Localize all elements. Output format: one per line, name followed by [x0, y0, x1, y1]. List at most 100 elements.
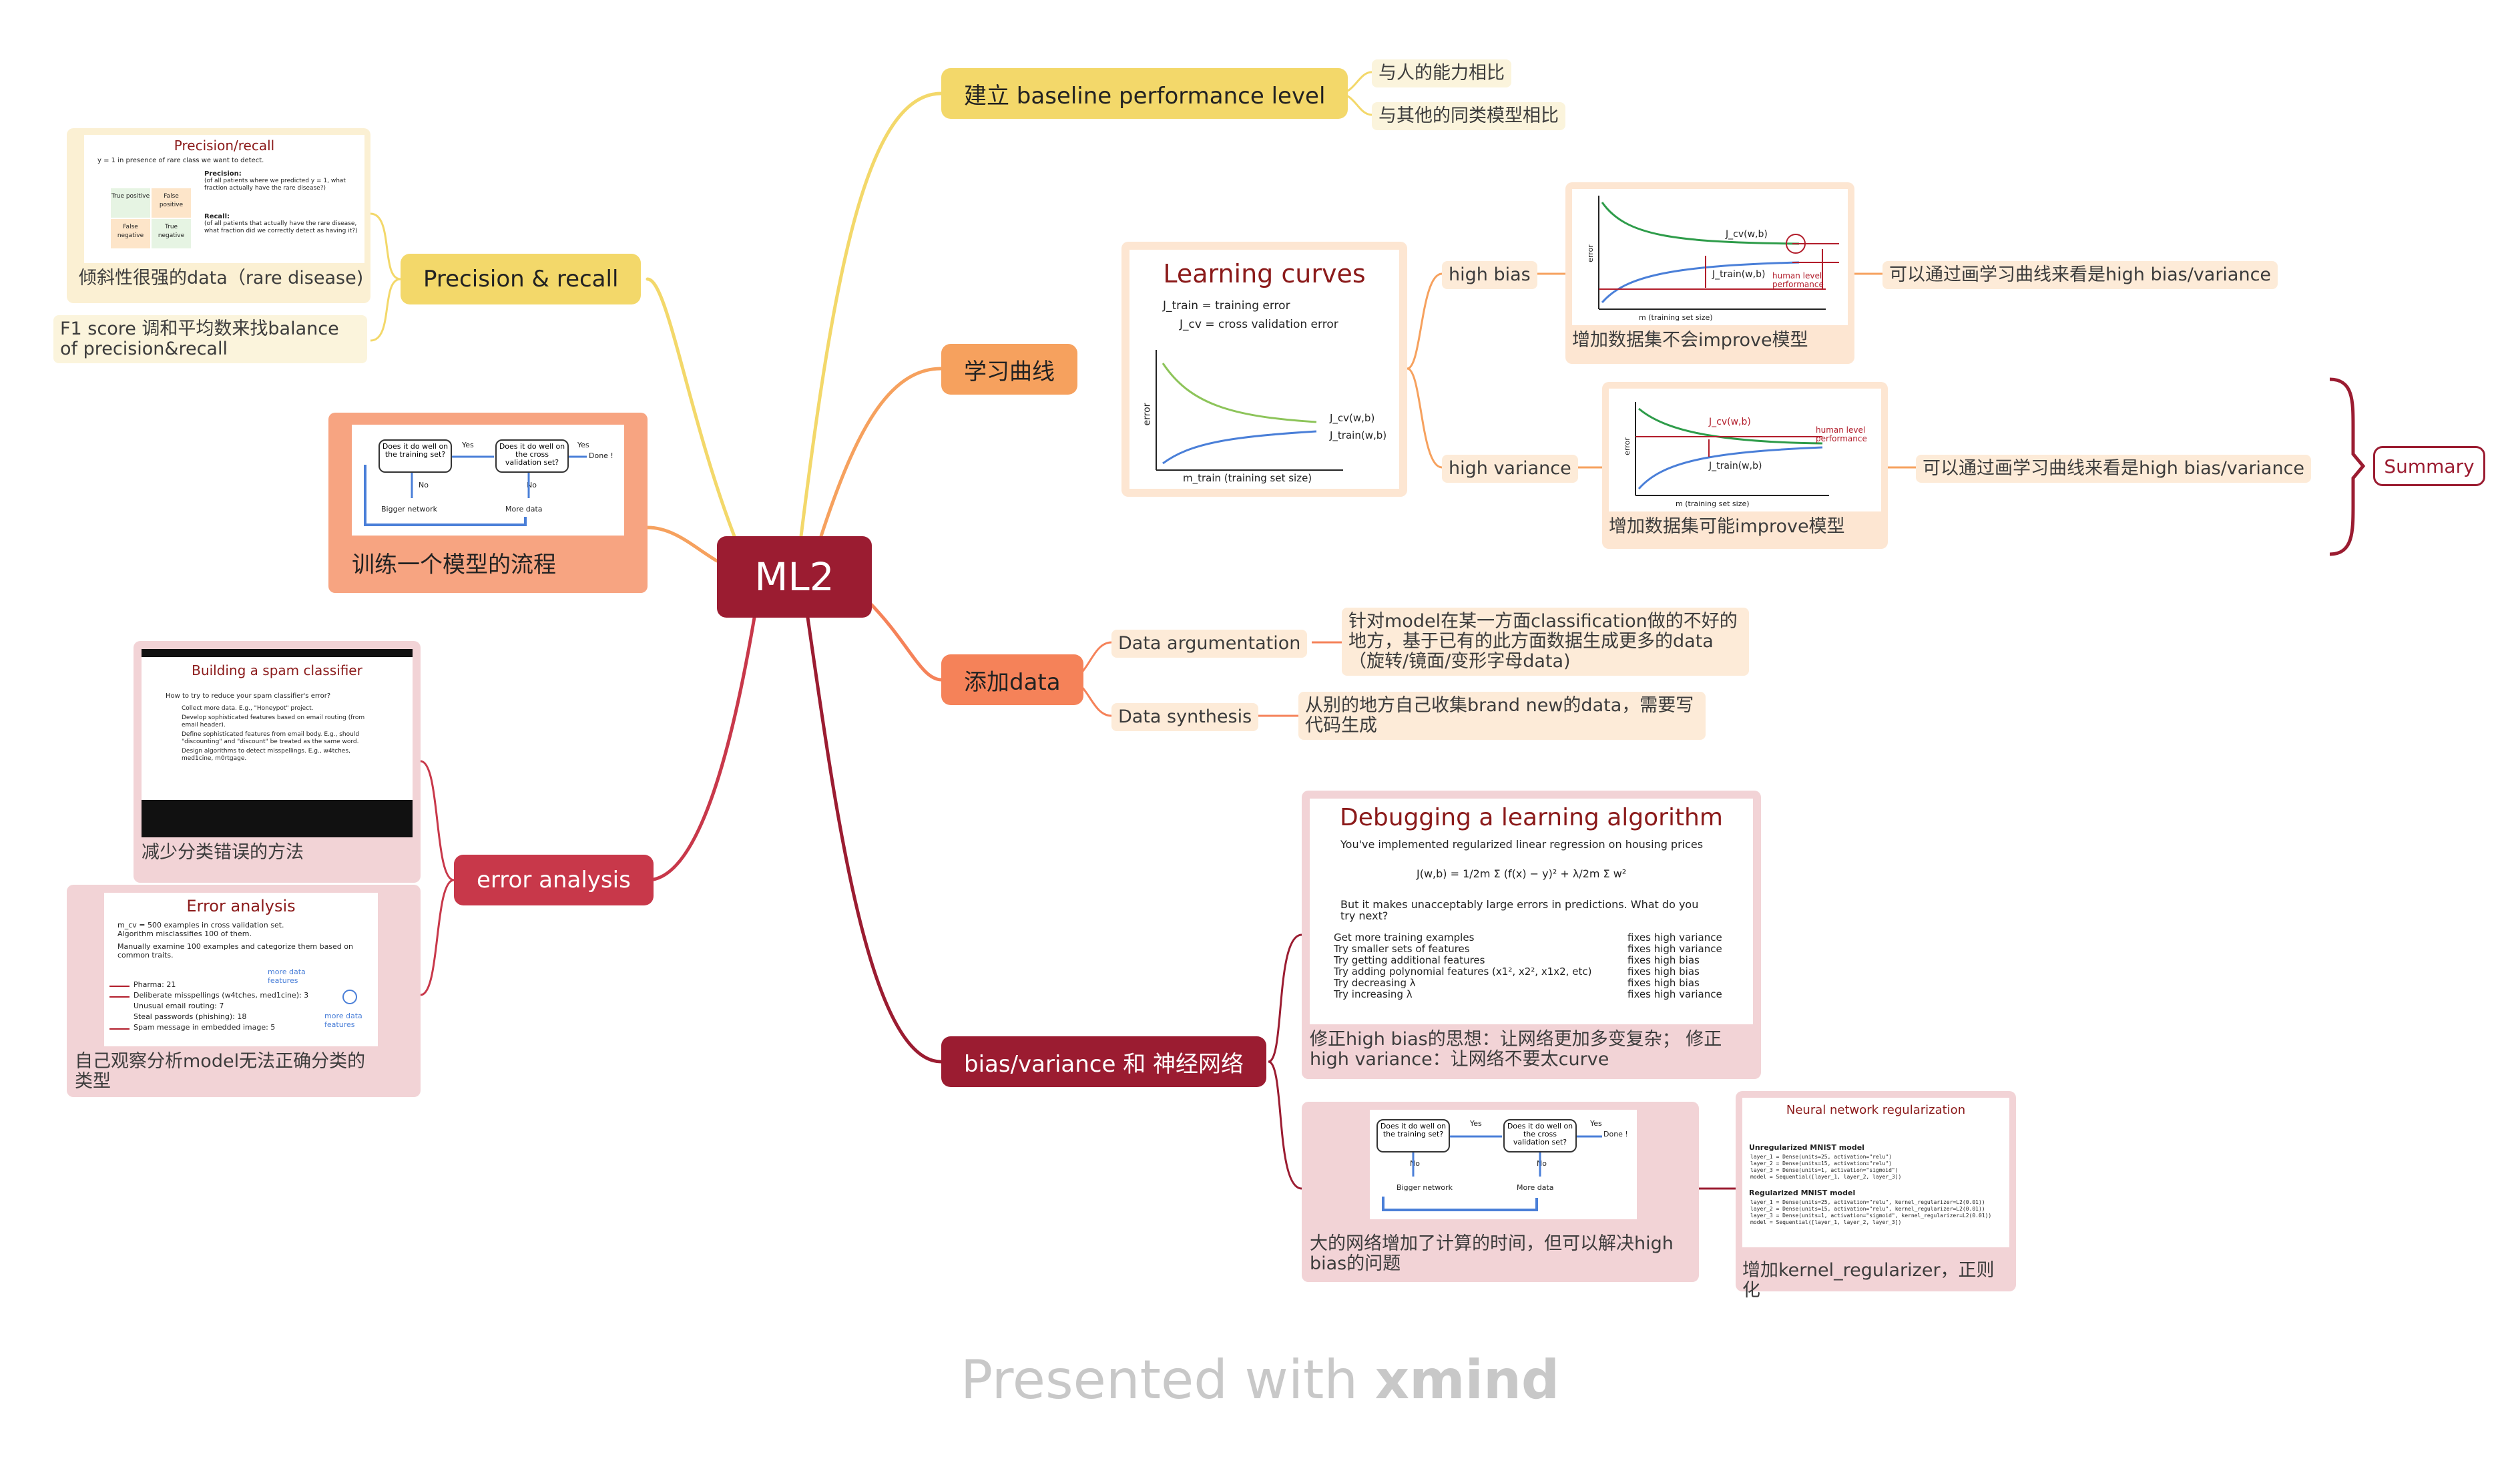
debug-item-action: Try increasing λ [1334, 988, 1413, 1000]
reg-code-line: layer_3 = Dense(units=1, activation="sig… [1750, 1213, 1992, 1219]
hb-ylabel: error [1585, 244, 1595, 262]
topic-high-bias[interactable]: high bias [1442, 261, 1537, 289]
baseline-child-1[interactable]: 与人的能力相比 [1372, 59, 1511, 87]
topic-add-data[interactable]: 添加data [941, 654, 1083, 705]
debug-item-fix: fixes high variance [1627, 931, 1722, 944]
flow-q2: Does it do well on the cross validation … [1503, 1119, 1577, 1153]
high-bias-note[interactable]: 可以通过画学习曲线来看是high bias/variance [1882, 261, 2278, 289]
tf-done: Done ! [589, 451, 613, 460]
debug-line2: But it makes unacceptably large errors i… [1340, 898, 1699, 922]
topic-error-analysis[interactable]: error analysis [454, 855, 654, 905]
hv-human-label: human level performance [1816, 425, 1867, 443]
debug-item-action: Get more training examples [1334, 931, 1475, 944]
root-topic[interactable]: ML2 [717, 536, 872, 618]
reg-code-line: model = Sequential([layer_1, layer_2, la… [1750, 1174, 1902, 1180]
data-argumentation[interactable]: Data argumentation [1111, 630, 1308, 658]
ea-note2: more data features [324, 1012, 362, 1029]
debug-item-action: Try getting additional features [1334, 954, 1485, 966]
train-flow-label: 训练一个模型的流程 [352, 552, 556, 578]
flow-yes-2: Yes [1590, 1119, 1602, 1128]
train-flow-slide: Does it do well on the training set? Doe… [352, 425, 624, 536]
curve-train-label: J_train(w,b) [1330, 429, 1387, 441]
learning-curves-title: Learning curves [1163, 259, 1366, 288]
summary-topic[interactable]: Summary [2373, 446, 2485, 486]
topic-bias-variance-label: bias/variance 和 神经网络 [964, 1050, 1244, 1078]
reg-unreg-title: Unregularized MNIST model [1749, 1143, 1864, 1152]
spam-card[interactable]: Building a spam classifier How to try to… [134, 641, 421, 883]
precision-sub: y = 1 in presence of rare class we want … [97, 157, 264, 164]
high-bias-card[interactable]: J_cv(w,b) J_train(w,b) human level perfo… [1565, 182, 1854, 364]
nn-flow-arrows [1382, 1135, 1602, 1211]
reg-card[interactable]: Neural network regularization Unregulari… [1736, 1091, 2016, 1301]
high-variance-card[interactable]: J_cv(w,b) J_train(w,b) human level perfo… [1602, 382, 1888, 549]
ea-line: m_cv = 500 examples in cross validation … [117, 921, 284, 929]
reg-code-line: model = Sequential([layer_1, layer_2, la… [1750, 1219, 1902, 1225]
topic-learning-curves[interactable]: 学习曲线 [941, 344, 1077, 395]
nn-flow-slide: Does it do well on the training set? Doe… [1370, 1110, 1637, 1219]
data-argumentation-note[interactable]: 针对model在某一方面classification做的不好的地方，基于已有的此… [1342, 608, 1749, 676]
spam-item: Define sophisticated features from email… [182, 731, 360, 745]
baseline-child-2[interactable]: 与其他的同类模型相比 [1372, 102, 1565, 130]
topic-learning-label: 学习曲线 [964, 358, 1055, 385]
spam-list: Collect more data. E.g., "Honeypot" proj… [182, 705, 382, 765]
debug-item-fix: fixes high variance [1627, 943, 1722, 955]
reg-code-line: layer_1 = Dense(units=25, activation="re… [1750, 1154, 1892, 1160]
topic-error-analysis-label: error analysis [477, 867, 631, 893]
reg-slide: Neural network regularization Unregulari… [1742, 1098, 2009, 1247]
precision-head: Precision: [204, 170, 242, 178]
debug-formula: J(w,b) = 1/2m Σ (f(x) − y)² + λ/2m Σ w² [1417, 867, 1627, 880]
tf-no-1: No [419, 481, 429, 489]
tf-yes-2: Yes [577, 441, 589, 449]
debug-item-action: Try decreasing λ [1334, 977, 1416, 989]
footer-watermark: Presented with xmind [0, 1349, 2520, 1411]
error-analysis-card[interactable]: Error analysis m_cv = 500 examples in cr… [67, 885, 421, 1097]
topic-bias-variance[interactable]: bias/variance 和 神经网络 [941, 1036, 1267, 1087]
train-flow-card[interactable]: Does it do well on the training set? Doe… [328, 413, 648, 593]
cell-fn: False negative [111, 219, 150, 248]
footer-brand: xmind [1374, 1349, 1560, 1411]
ea-title: Error analysis [186, 897, 296, 915]
learning-curves-slide: Learning curves J_train = training error… [1129, 250, 1399, 489]
hv-cv-label: J_cv(w,b) [1709, 417, 1751, 427]
ea-line: Algorithm misclassifies 100 of them. [117, 929, 252, 938]
debug-card[interactable]: Debugging a learning algorithm You've im… [1302, 791, 1761, 1079]
topic-high-variance[interactable]: high variance [1442, 455, 1578, 483]
tf-yes-1: Yes [462, 441, 474, 449]
reg-code-unreg: layer_1 = Dense(units=25, activation="re… [1750, 1154, 1901, 1181]
spam-slide: Building a spam classifier How to try to… [142, 649, 413, 837]
debug-item-action: Try adding polynomial features (x1², x2²… [1334, 966, 1592, 978]
precision-card[interactable]: Precision/recall y = 1 in presence of ra… [67, 128, 370, 303]
footer-presented: Presented with [960, 1349, 1358, 1411]
debug-title: Debugging a learning algorithm [1340, 804, 1723, 831]
flow-done: Done ! [1603, 1130, 1628, 1138]
debug-list: Get more training examples fixes high var… [1334, 932, 1741, 1000]
cell-fp: False positive [152, 188, 191, 218]
data-synthesis[interactable]: Data synthesis [1111, 703, 1259, 731]
ea-item: Unusual email routing: 7 [134, 1002, 224, 1010]
debug-slide: Debugging a learning algorithm You've im… [1310, 799, 1753, 1024]
error-analysis-slide: Error analysis m_cv = 500 examples in cr… [104, 893, 378, 1046]
nn-flow-card[interactable]: Does it do well on the training set? Doe… [1302, 1102, 1699, 1282]
debug-item-fix: fixes high bias [1627, 977, 1700, 989]
debug-caption: 修正high bias的思想：让网络更加多变复杂； 修正high varianc… [1310, 1029, 1722, 1070]
topic-baseline-label: 建立 baseline performance level [964, 82, 1326, 110]
hv-ylabel: error [1622, 437, 1631, 455]
reg-code-line: layer_1 = Dense(units=25, activation="re… [1750, 1199, 1985, 1205]
topic-precision-recall[interactable]: Precision & recall [401, 254, 642, 304]
flow-bigger: Bigger network [1397, 1183, 1453, 1192]
learning-curves-plot [1156, 350, 1343, 471]
debug-item-action: Try smaller sets of features [1334, 943, 1470, 955]
curve-ylabel: error [1142, 403, 1153, 426]
topic-baseline[interactable]: 建立 baseline performance level [941, 68, 1348, 119]
ea-note1: more data features [268, 968, 306, 985]
high-variance-note[interactable]: 可以通过画学习曲线来看是high bias/variance [1916, 455, 2312, 483]
learning-curves-card[interactable]: Learning curves J_train = training error… [1121, 242, 1407, 497]
tf-q1: Does it do well on the training set? [379, 439, 452, 473]
f1-score-note[interactable]: F1 score 调和平均数来找balance of precision&rec… [53, 315, 367, 363]
data-synthesis-note[interactable]: 从别的地方自己收集brand new的data，需要写代码生成 [1298, 692, 1706, 740]
high-bias-slide: J_cv(w,b) J_train(w,b) human level perfo… [1572, 189, 1848, 325]
reg-code-reg: layer_1 = Dense(units=25, activation="re… [1750, 1199, 1991, 1226]
legend-train: J_train = training error [1163, 299, 1290, 312]
